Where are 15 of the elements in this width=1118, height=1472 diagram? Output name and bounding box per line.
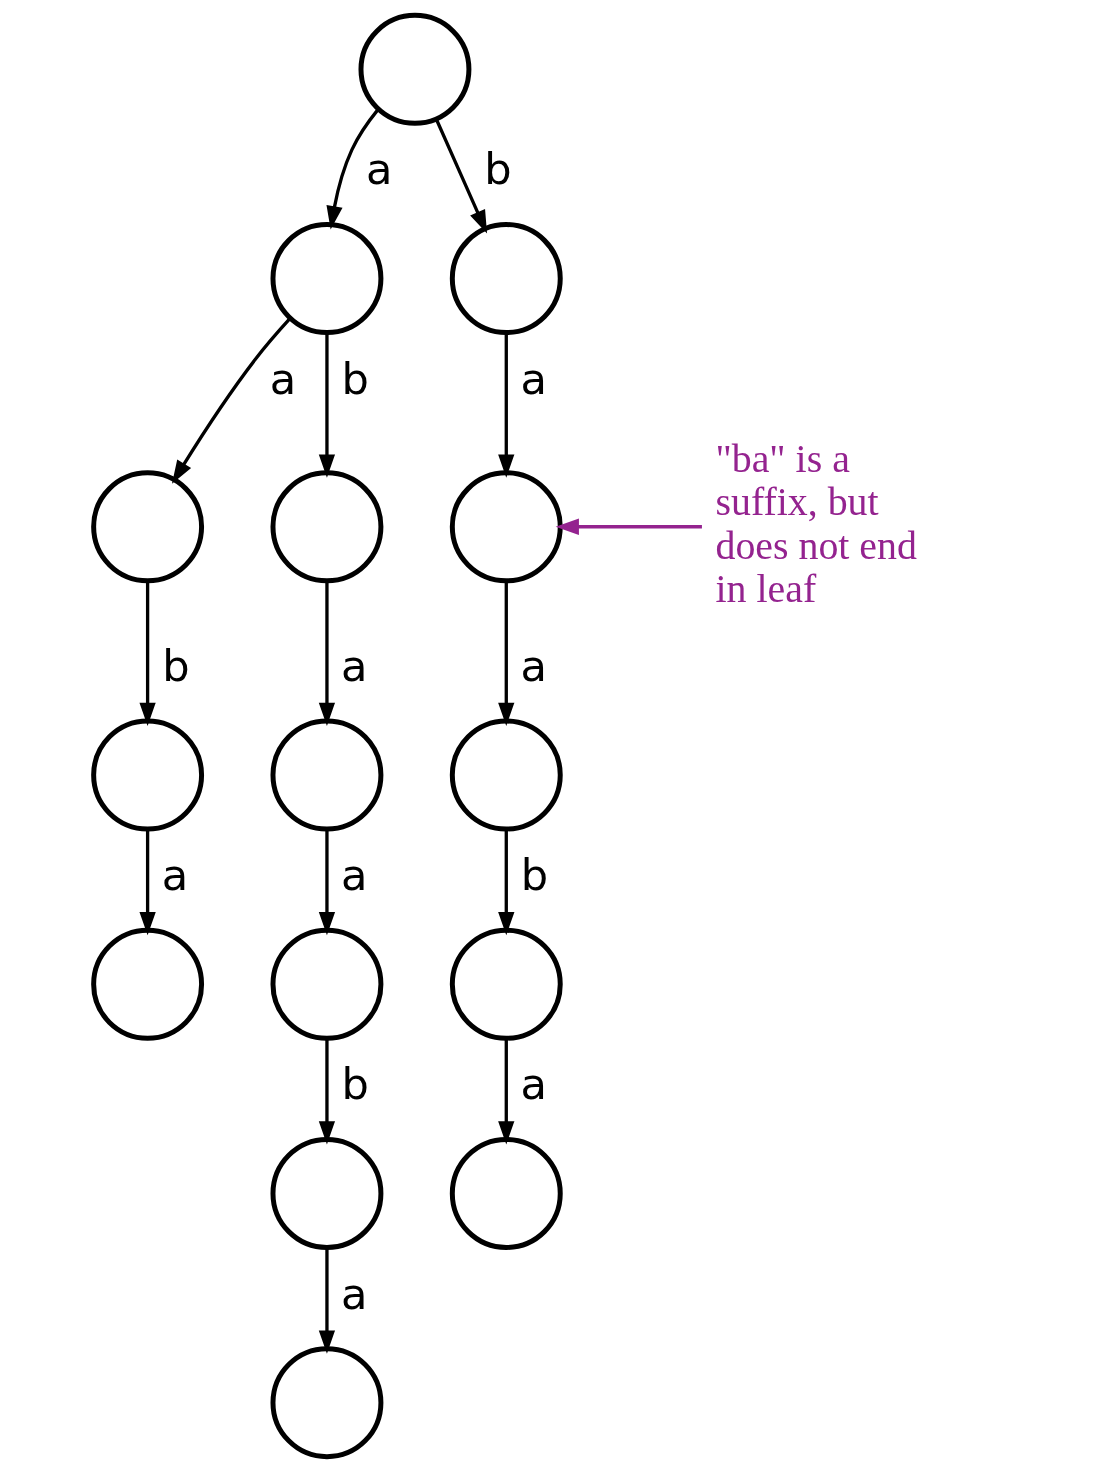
edge-label: b [520, 850, 549, 901]
edge-label: a [269, 353, 297, 404]
edge-label: b [162, 640, 190, 691]
edge-label: a [341, 850, 368, 901]
node-text: "ba" is a suffix, but does not end in leaf [715, 436, 917, 611]
edge-label: b [341, 1059, 369, 1110]
edge-label: b [484, 144, 512, 195]
edge-label: a [520, 353, 547, 404]
edge-label: a [366, 144, 393, 195]
edge-label: a [341, 1268, 368, 1319]
edge-label: a [520, 640, 547, 691]
edge-label: a [520, 1059, 547, 1110]
edge-label: a [341, 640, 368, 691]
edge-label: b [341, 353, 369, 404]
edge-label: a [161, 850, 189, 901]
